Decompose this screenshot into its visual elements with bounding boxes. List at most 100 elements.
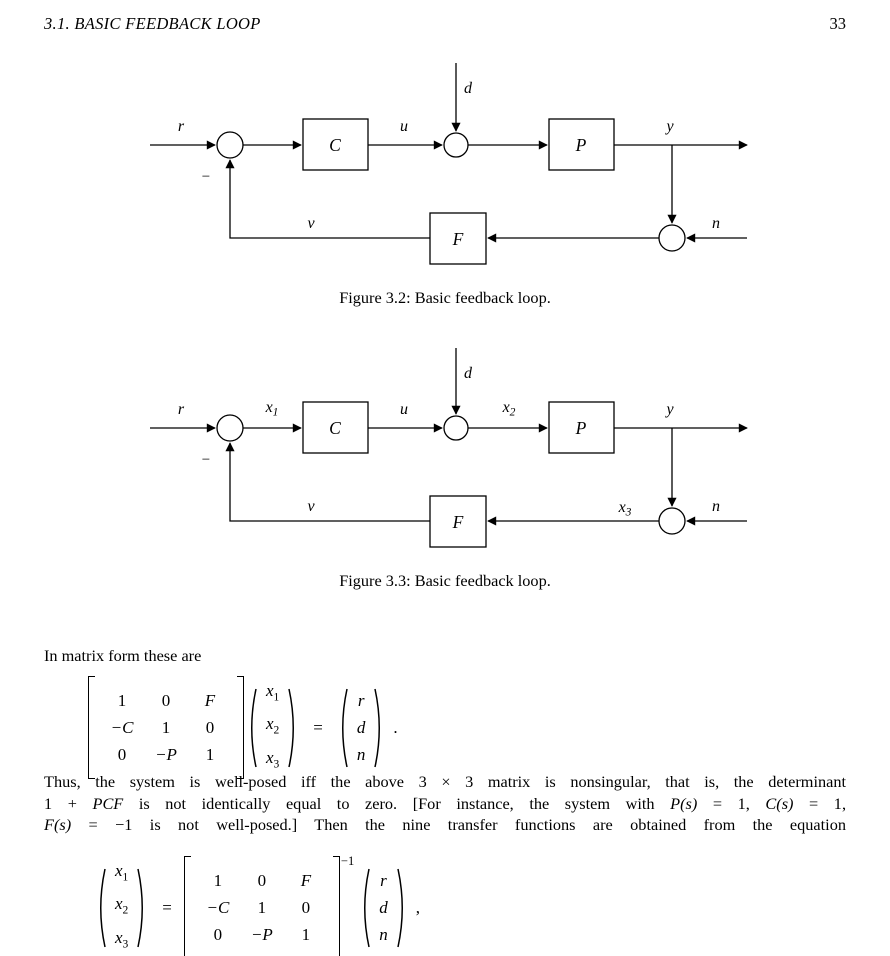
figure-3-3-diagram: d r − x1 C u x2 P y x3 n F v xyxy=(150,348,748,548)
label-r: r xyxy=(178,118,185,135)
matrix-cell: F xyxy=(204,690,216,710)
matrix-cell: 0 xyxy=(213,924,223,944)
label-block-C: C xyxy=(329,418,341,438)
matrix-cell: 1 xyxy=(301,924,311,944)
text-segment: C(s) xyxy=(765,793,794,813)
label-r: r xyxy=(178,401,185,418)
matrix-cell: 0 xyxy=(161,690,171,710)
label-n: n xyxy=(712,215,720,232)
block-controller xyxy=(302,118,369,171)
vector-entry: x1 xyxy=(115,861,129,884)
summing-junction-1 xyxy=(216,414,244,442)
label-x3: x3 xyxy=(618,499,632,519)
block-filter xyxy=(429,212,487,265)
right-paren xyxy=(288,688,295,767)
label-u: u xyxy=(400,401,408,418)
comma: , xyxy=(415,897,420,917)
state-vector: x1 x2 x3 xyxy=(259,676,286,779)
inverse-exponent: −1 xyxy=(340,854,355,868)
label-n: n xyxy=(712,498,720,515)
label-d: d xyxy=(464,365,473,382)
vector-entry: r xyxy=(380,870,387,890)
matrix-cell: 1 xyxy=(117,690,127,710)
block-plant xyxy=(548,118,615,171)
matrix-cell: −P xyxy=(155,744,177,764)
paragraph-line: Thus, the system is well-posed iff the a… xyxy=(44,771,846,793)
paragraph-line: F(s) = −1 is not well-posed.] Then the n… xyxy=(44,814,846,836)
input-vector: r d n xyxy=(372,866,395,950)
minus-sign: − xyxy=(202,169,210,185)
label-block-P: P xyxy=(575,418,587,438)
matrix-cell: 1 xyxy=(161,717,171,737)
feedback-wire xyxy=(225,442,430,522)
vector-entry: x2 xyxy=(266,714,280,737)
intro-text: In matrix form these are xyxy=(44,646,202,665)
left-paren xyxy=(341,688,348,767)
right-paren xyxy=(137,868,144,947)
figure-3-3-caption: Figure 3.3: Basic feedback loop. xyxy=(339,571,551,590)
matrix-cell: 0 xyxy=(301,897,311,917)
text-segment: is not identically equal to zero. [For i… xyxy=(123,793,671,813)
label-block-F: F xyxy=(452,229,464,249)
label-x2: x2 xyxy=(502,399,516,419)
summing-junction-3 xyxy=(658,507,686,535)
matrix-cell: 0 xyxy=(205,717,215,737)
label-x1: x1 xyxy=(265,399,279,419)
summing-junction-1 xyxy=(216,131,244,159)
matrix-cell: F xyxy=(300,870,312,890)
feedback-wire xyxy=(225,159,430,239)
section-title: 3.1. BASIC FEEDBACK LOOP xyxy=(44,14,261,33)
vector-entry: x2 xyxy=(115,894,129,917)
text-segment: = 1, xyxy=(793,793,847,813)
matrix-cell: 1 xyxy=(257,897,267,917)
vector-entry: r xyxy=(357,690,365,710)
matrix-cell: 1 xyxy=(205,744,215,764)
text-segment: = 1, xyxy=(697,793,766,813)
state-vector: x1 x2 x3 xyxy=(108,856,135,956)
figure-3-2-diagram: d r − C u P y n F v xyxy=(150,63,748,265)
input-vector: r d n xyxy=(350,686,373,770)
label-y: y xyxy=(664,118,674,135)
vector-entry: n xyxy=(356,744,366,764)
left-paren xyxy=(364,868,370,947)
right-paren xyxy=(374,688,381,767)
paragraph-line: 1 + PCF is not identically equal to zero… xyxy=(44,793,846,815)
right-square-bracket xyxy=(237,676,244,780)
vector-entry: x3 xyxy=(115,927,129,951)
page-header: 3.1. BASIC FEEDBACK LOOP 33 xyxy=(0,14,890,34)
matrix-cell: −P xyxy=(250,924,273,944)
matrix-equation-1: 1 0 F −C 1 0 0 −P 1 x1 x2 x3 = r d n . xyxy=(88,676,398,780)
text-segment: P(s) xyxy=(670,793,698,813)
matrix-cell: 1 xyxy=(213,870,223,890)
left-square-bracket xyxy=(183,856,191,956)
label-block-F: F xyxy=(452,512,464,532)
matrix-cell: −C xyxy=(206,897,230,917)
label-v: v xyxy=(307,215,315,232)
summing-junction-2 xyxy=(443,132,469,158)
system-matrix: 1 0 F −C 1 0 0 −P 1 xyxy=(95,683,237,773)
label-block-P: P xyxy=(575,135,587,155)
block-controller xyxy=(302,401,369,454)
right-square-bracket xyxy=(332,856,340,956)
minus-sign: − xyxy=(202,452,210,468)
page-number: 33 xyxy=(829,14,847,33)
vector-entry: n xyxy=(379,924,388,944)
block-filter xyxy=(429,495,487,548)
label-block-C: C xyxy=(329,135,341,155)
left-paren xyxy=(251,688,257,767)
body-paragraph: Thus, the system is well-posed iff the a… xyxy=(44,771,846,836)
period: . xyxy=(393,717,398,737)
label-u: u xyxy=(400,118,408,135)
vector-entry: x1 xyxy=(266,681,280,704)
matrix-equation-2: x1 x2 x3 = 1 0 F −C 1 0 0 −P 1 −1 r d n … xyxy=(93,854,420,956)
text-segment: = −1 is not well-posed.] Then the nine t… xyxy=(71,815,847,835)
left-paren xyxy=(100,868,106,947)
text-segment: F(s) xyxy=(44,815,72,835)
vector-entry: x3 xyxy=(266,747,280,771)
right-paren xyxy=(396,868,403,947)
vector-entry: d xyxy=(356,717,366,737)
equals-sign: = xyxy=(313,717,323,737)
summing-junction-3 xyxy=(658,224,686,252)
summing-junction-2 xyxy=(443,415,469,441)
